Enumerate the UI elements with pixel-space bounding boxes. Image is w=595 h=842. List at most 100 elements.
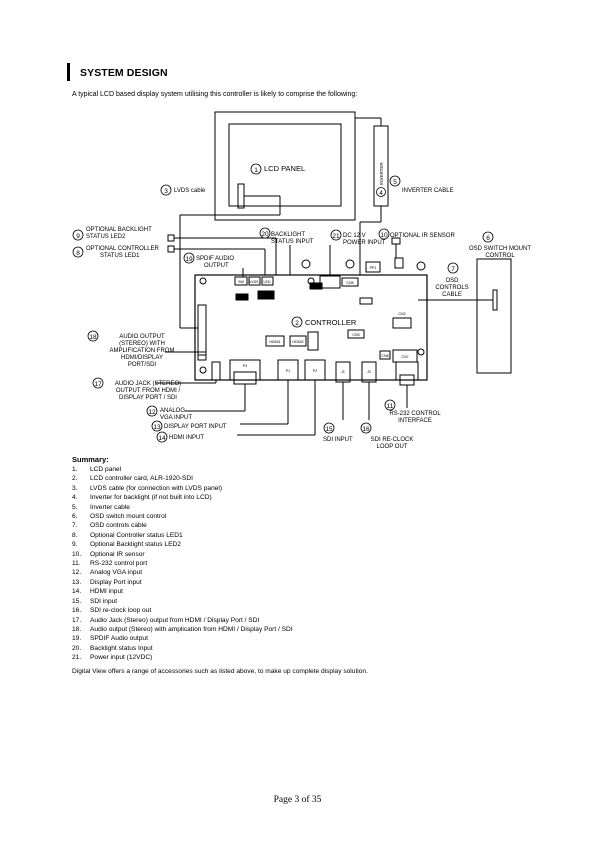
label-line: SDI RE-CLOCK (371, 437, 414, 443)
marker-3: 3 (164, 188, 168, 195)
marker-10: 10 (380, 232, 388, 239)
chip-j2: J2 (367, 370, 371, 374)
chip-p2: P2 (313, 369, 317, 373)
summary-item: 5.Inverter cable (72, 503, 293, 512)
label-line: OSD SWITCH MOUNT (469, 246, 531, 252)
summary-item: 8. Optional Controller status LED1 (72, 531, 293, 540)
chip-hdmi-a: HDMI1 (269, 340, 280, 344)
label-line: CONTROL (485, 253, 515, 259)
label-line: AUDIO OUTPUT (119, 334, 165, 340)
label-line: VGA INPUT (160, 415, 192, 421)
summary-item-number: 5. (72, 503, 78, 511)
summary-item-number: 12. (72, 569, 82, 577)
label-inverter-cable: INVERTER CABLE (402, 188, 454, 194)
summary-item-number: 20. (72, 644, 82, 652)
label-line: RS-232 CONTROL (389, 411, 441, 417)
marker-4: 4 (379, 190, 383, 197)
summary-item-number: 4. (72, 494, 78, 502)
label-line: CONTROLS (435, 285, 468, 291)
label-line: OPTIONAL BACKLIGHT (86, 227, 152, 233)
chip-hdmi-b: HDMI2 (292, 340, 303, 344)
label-line: PORT/SDI (128, 362, 157, 368)
summary-item-text: SDI re-clock loop out (90, 607, 152, 615)
chip-lvds: LVDS (249, 280, 259, 284)
summary-item-text: RS-232 control port (90, 560, 148, 568)
summary-item-number: 14. (72, 588, 82, 596)
marker-1: 1 (254, 167, 258, 174)
summary-item-number: 17. (72, 616, 82, 624)
summary-item-number: 1. (72, 466, 78, 473)
summary-title: Summary: (72, 455, 109, 464)
intro-text: A typical LCD based display system utili… (72, 91, 358, 98)
page-footer: Page 3 of 35 (273, 795, 322, 805)
chip-led: LED (264, 280, 271, 284)
label-display-port: DISPLAY PORT INPUT (164, 424, 227, 430)
label-line: (STEREO) WITH (119, 341, 165, 347)
label-line: AMPLIFICATION FROM (110, 348, 175, 354)
marker-2: 2 (295, 320, 299, 327)
summary-item-text: LCD controller card, ALR-1920-SDI (90, 475, 193, 483)
marker-5: 5 (393, 179, 397, 186)
summary-item: 4.Inverter for backlight (if not built i… (72, 493, 293, 502)
summary-item-number: 10. (72, 550, 82, 558)
marker-18: 18 (89, 334, 97, 341)
section-heading: SYSTEM DESIGN (80, 67, 168, 79)
summary-item-text: Optional Controller status LED1 (90, 531, 183, 539)
summary-item-number: 13. (72, 578, 82, 586)
label-sdi-input: SDI INPUT (323, 437, 353, 443)
marker-19: 19 (185, 256, 193, 263)
chip-pp1: PP1 (370, 266, 377, 270)
marker-13: 13 (153, 424, 161, 431)
summary-item: 20. Backlight status Input (72, 644, 293, 653)
summary-item: 14. HDMI input (72, 587, 293, 596)
label-lcd-panel: LCD PANEL (264, 164, 305, 173)
label-controller: CONTROLLER (305, 318, 357, 327)
summary-item-number: 18. (72, 625, 82, 633)
marker-14: 14 (158, 435, 166, 442)
label-line: BACKLIGHT (271, 232, 305, 238)
marker-6: 6 (486, 235, 490, 242)
chip-p1: P1 (286, 369, 290, 373)
summary-item-text: LVDS cable (for connection with LVDS pan… (90, 484, 223, 492)
marker-12: 12 (148, 409, 156, 416)
summary-item-number: 8. (72, 531, 78, 539)
label-inverter: INVERTER (379, 162, 384, 185)
summary-item: 10.Optional IR sensor (72, 550, 293, 559)
summary-item-text: Analog VGA input (90, 569, 143, 577)
label-line: DC 12 V (343, 233, 366, 239)
summary-item-text: Audio output (Stereo) with amplication f… (90, 625, 293, 633)
label-line: AUDIO JACK (STEREO) (115, 381, 181, 387)
lcd-panel-inner (228, 123, 342, 207)
marker-17: 17 (94, 381, 102, 388)
summary-item: 9.Optional Backlight status LED2 (72, 540, 293, 549)
osd-switch-mount (476, 258, 512, 374)
label-ir-sensor: OPTIONAL IR SENSOR (390, 233, 455, 239)
summary-item-text: OSD switch mount control (90, 513, 167, 521)
summary-item: 21.Power input (12VDC) (72, 653, 293, 662)
marker-16: 16 (362, 426, 370, 433)
summary-item-number: 7. (72, 522, 78, 530)
summary-item-text: Backlight status Input (90, 644, 153, 652)
summary-item-text: HDMI input (90, 588, 123, 596)
summary-item: 1.LCD panel (72, 465, 293, 474)
label-line: STATUS INPUT (271, 239, 314, 245)
summary-item-text: Optional Backlight status LED2 (90, 541, 181, 549)
label-line: OUTPUT FROM HDMI / (116, 388, 181, 394)
chip-cn5: CN5 (346, 281, 353, 285)
summary-item: 3.LVDS cable (for connection with LVDS p… (72, 484, 293, 493)
summary-item: 15.SDI input (72, 597, 293, 606)
summary-item-text: Display Port input (90, 578, 142, 586)
summary-item: 11.RS-232 control port (72, 559, 293, 568)
summary-item-number: 6. (72, 513, 78, 521)
